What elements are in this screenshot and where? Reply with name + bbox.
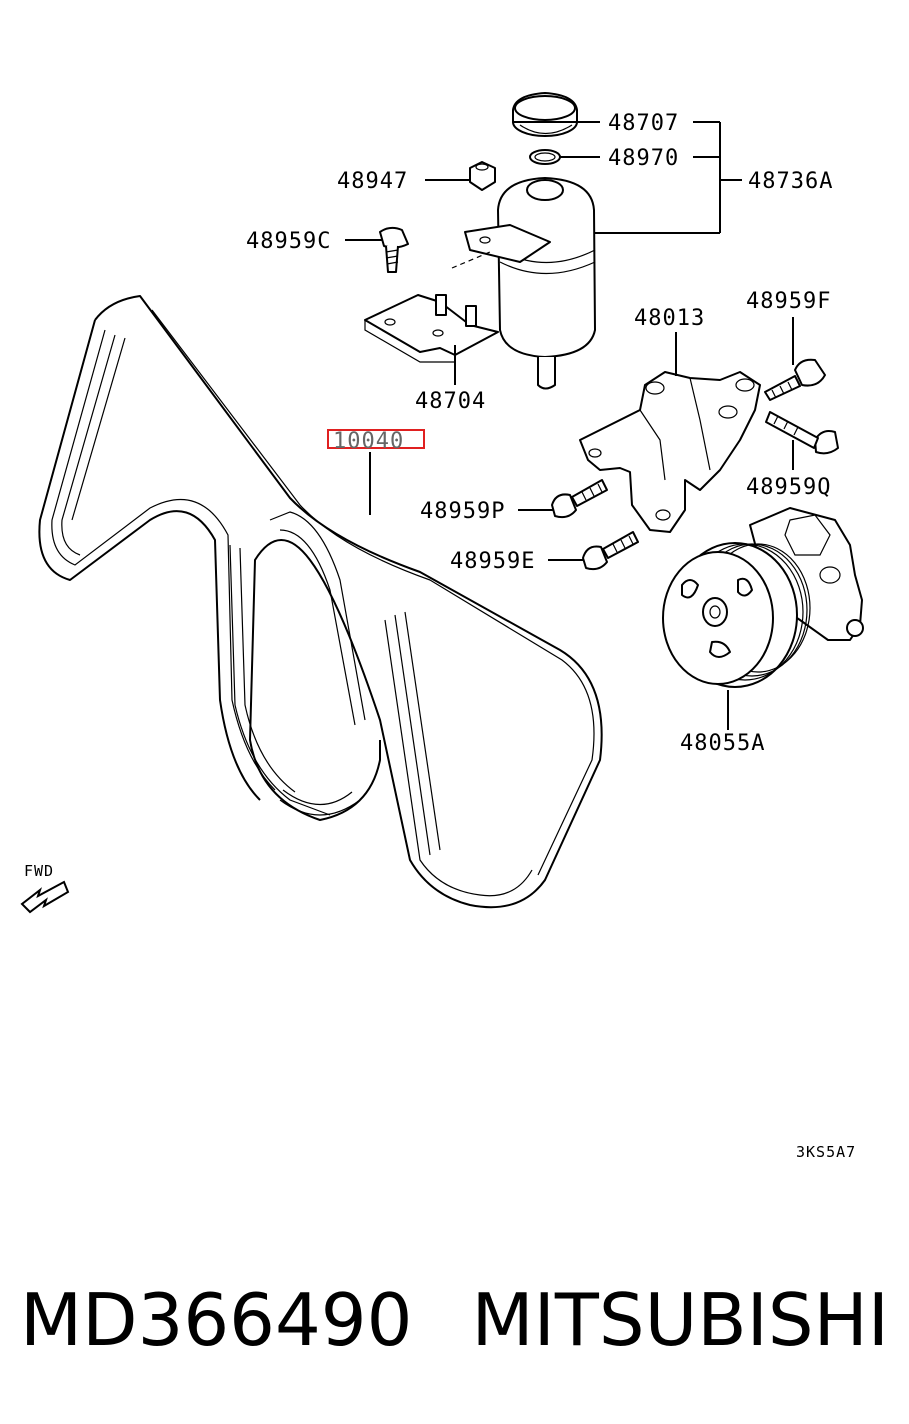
power-steering-pump-48055A[interactable]: [662, 507, 864, 688]
reservoir-48736A[interactable]: [451, 177, 596, 390]
callout-48055A[interactable]: 48055A: [680, 731, 765, 756]
callout-10040[interactable]: 10040: [333, 429, 404, 454]
callout-48947[interactable]: 48947: [337, 169, 408, 194]
fwd-indicator: FWD: [20, 862, 70, 914]
drive-belt[interactable]: [38, 295, 603, 909]
parts-diagram: 48707 48970 48736A 48947 48959C 48704 48…: [20, 92, 864, 1161]
callout-48736A[interactable]: 48736A: [748, 169, 833, 194]
bolt-48959F[interactable]: [764, 358, 826, 401]
callout-48970[interactable]: 48970: [608, 146, 679, 171]
callout-48959E[interactable]: 48959E: [450, 549, 535, 574]
callout-48959Q[interactable]: 48959Q: [746, 475, 831, 500]
diagram-code: 3KS5A7: [796, 1143, 856, 1161]
fwd-arrow-icon: [20, 880, 70, 914]
bracket-48704[interactable]: [364, 294, 499, 363]
leader-lines: [345, 121, 794, 730]
bolt-48959Q[interactable]: [765, 411, 839, 455]
fwd-label: FWD: [24, 862, 54, 880]
callout-labels: 48707 48970 48736A 48947 48959C 48704 48…: [246, 111, 833, 756]
callout-48959P[interactable]: 48959P: [420, 499, 505, 524]
callout-48707[interactable]: 48707: [608, 111, 679, 136]
pump-bracket-48013[interactable]: [579, 371, 761, 533]
nut-48947[interactable]: [469, 161, 496, 191]
reservoir-cap-48707[interactable]: [512, 92, 578, 137]
callout-48959C[interactable]: 48959C: [246, 229, 331, 254]
part-number: MD366490: [20, 1278, 413, 1362]
bolt-48959C[interactable]: [379, 226, 409, 273]
bolt-48959E[interactable]: [582, 531, 639, 571]
bolt-48959P[interactable]: [551, 479, 608, 519]
callout-48959F[interactable]: 48959F: [746, 289, 831, 314]
footer: MD366490 MITSUBISHI: [0, 1270, 909, 1370]
brand-name: MITSUBISHI: [471, 1278, 889, 1362]
highlight-box: [327, 429, 425, 449]
callout-48013[interactable]: 48013: [634, 306, 705, 331]
o-ring-48970[interactable]: [529, 149, 561, 165]
callout-48704[interactable]: 48704: [415, 389, 486, 414]
